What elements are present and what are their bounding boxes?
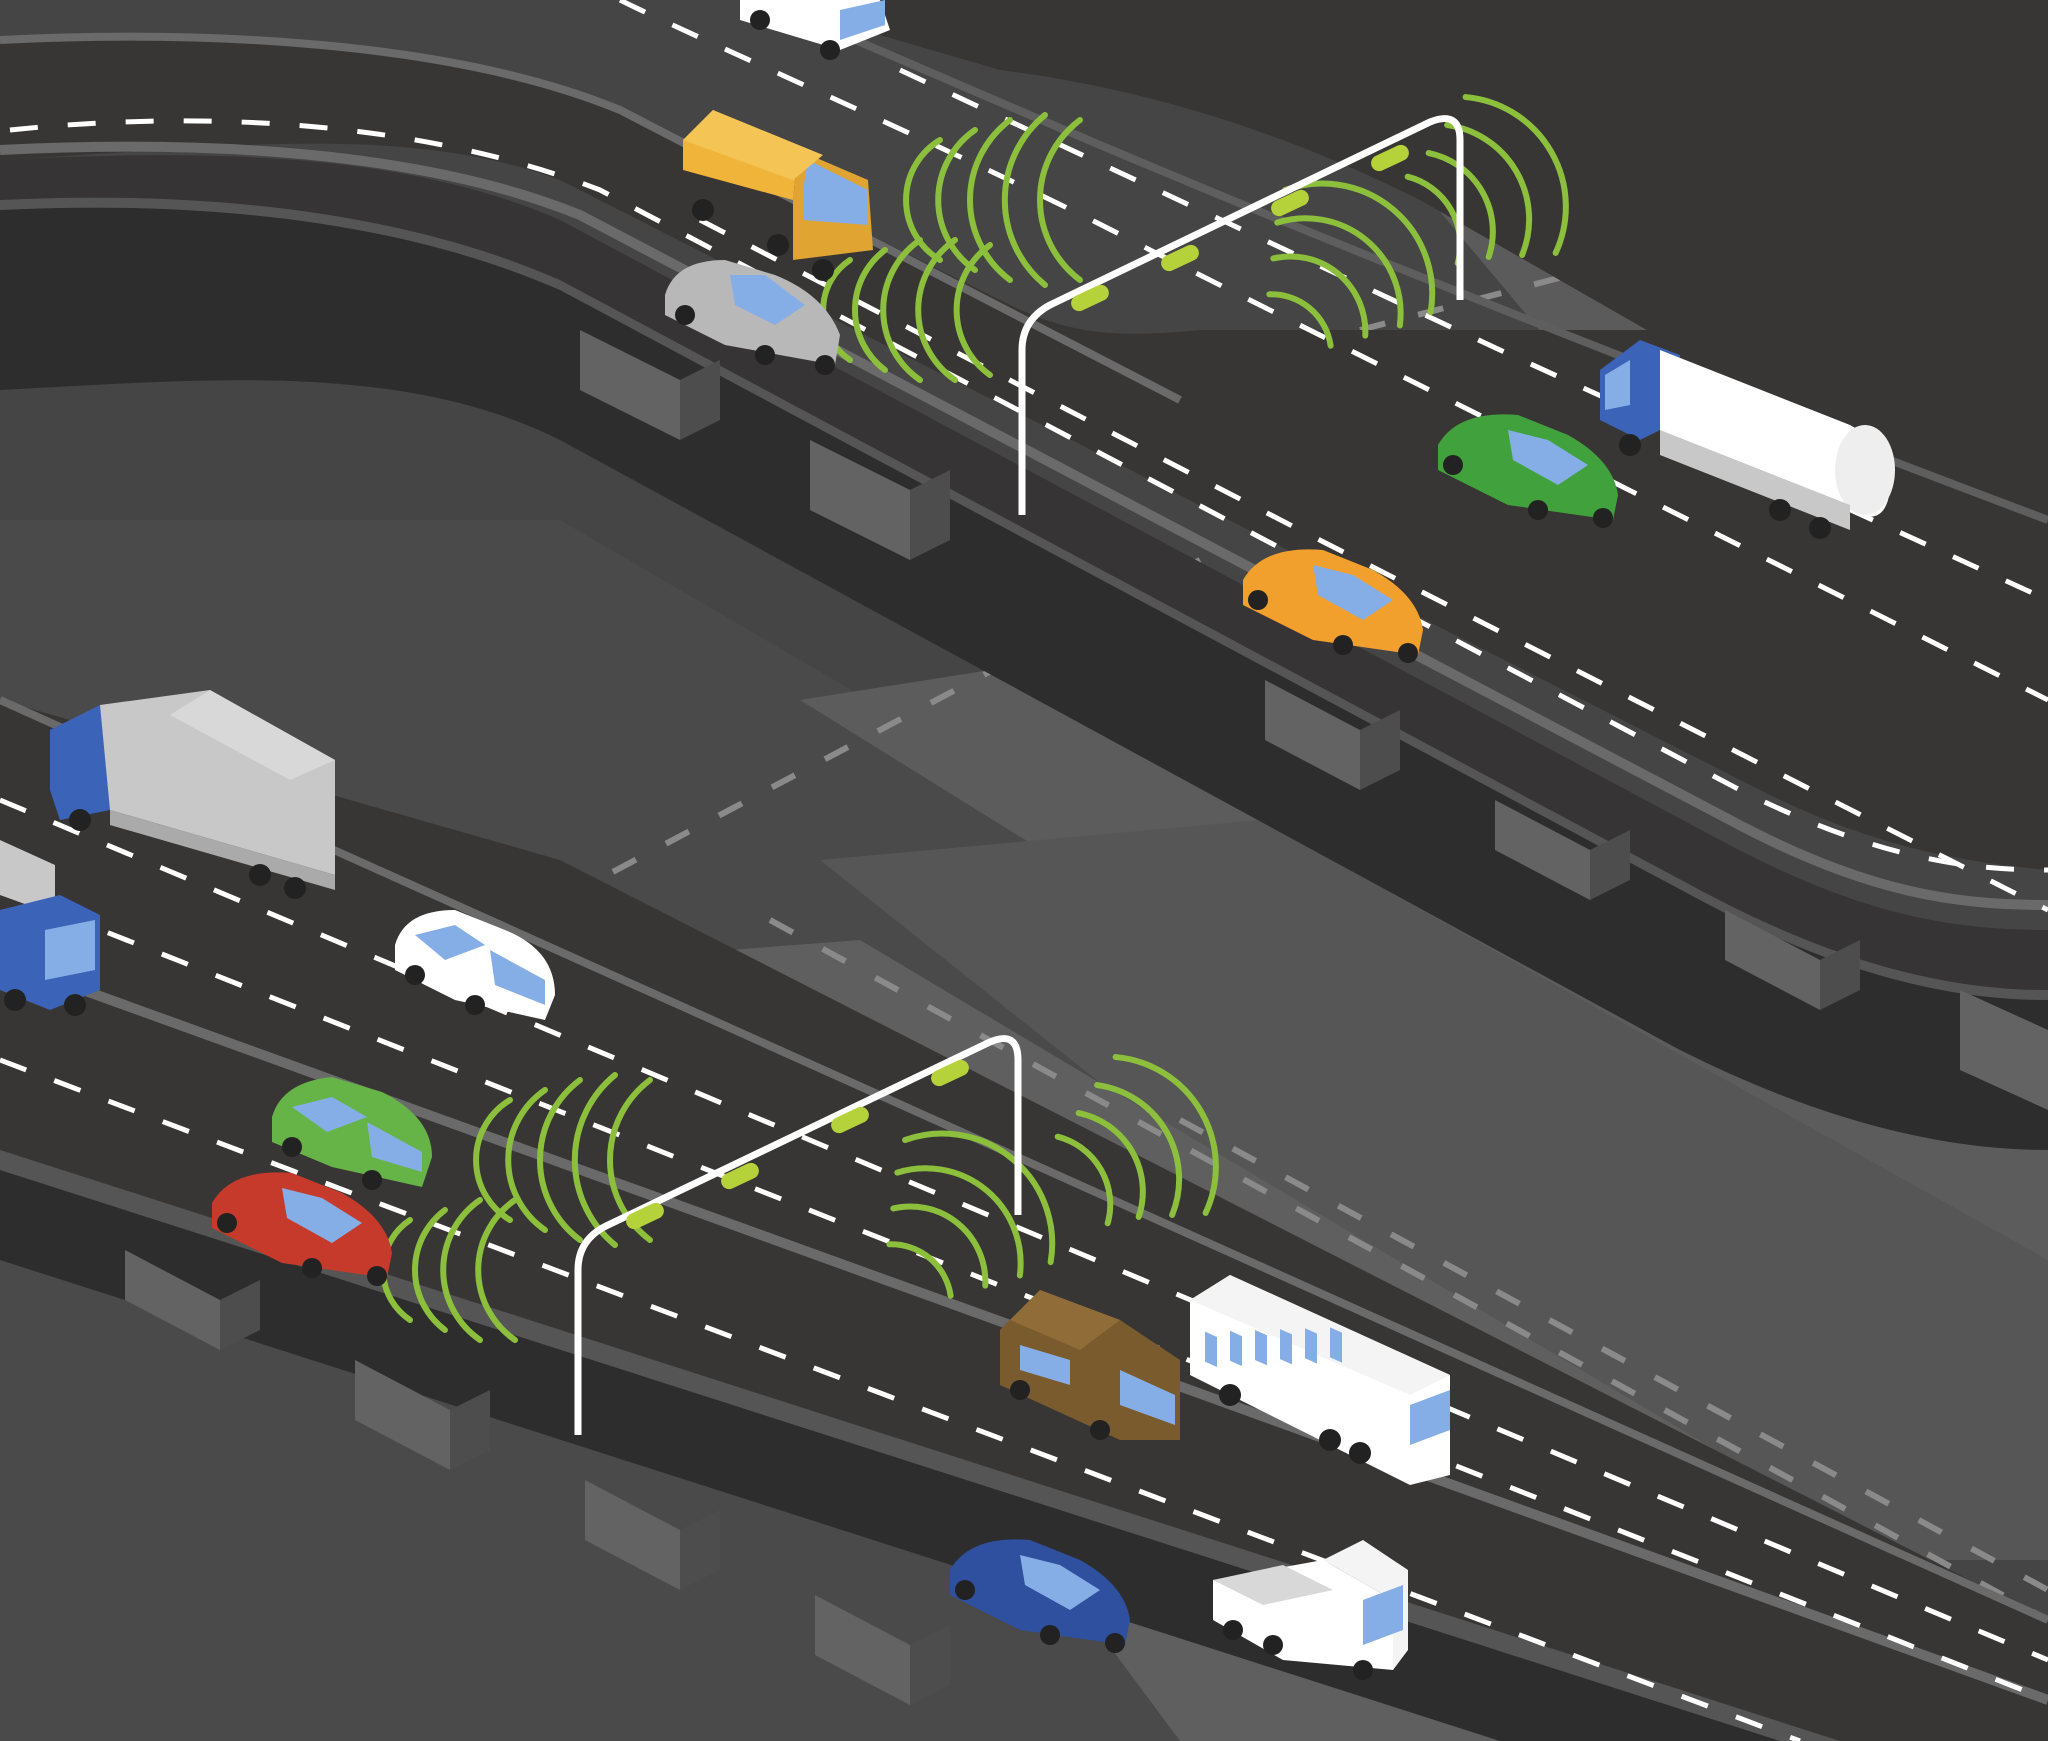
lower-gantry xyxy=(574,1035,1022,1435)
sensor-light xyxy=(1271,189,1309,217)
upper-lane-marks xyxy=(9,0,2048,913)
ground-lane-mark xyxy=(768,917,2048,1623)
lower-signal-waves xyxy=(380,1054,1219,1343)
vehicle-car xyxy=(665,260,840,375)
vehicle-car xyxy=(272,1077,432,1190)
vehicle-pickup-truck xyxy=(1213,1540,1408,1680)
vehicle-bus xyxy=(1190,1275,1450,1485)
lane-mark xyxy=(618,0,2048,703)
lane-mark xyxy=(898,67,2048,603)
signal-wave-group xyxy=(1054,1054,1219,1227)
upper-pillars xyxy=(580,330,2048,1110)
pillar xyxy=(1960,990,2048,1110)
sensor-light xyxy=(931,1059,969,1087)
gantry-frame xyxy=(1018,115,1464,515)
lane-mark xyxy=(698,217,2048,913)
vehicle-van xyxy=(683,110,873,281)
upper-road-surface xyxy=(0,36,2048,871)
sensor-light xyxy=(831,1106,869,1134)
signal-wave-group xyxy=(1266,180,1436,349)
upper-road-surface-left xyxy=(0,155,2048,990)
vehicle-van xyxy=(1000,1290,1180,1440)
pillar xyxy=(1495,800,1630,900)
sensor-light xyxy=(626,1202,664,1230)
signal-wave-group xyxy=(903,112,1083,288)
upper-gantry xyxy=(1018,115,1464,515)
vehicle-car xyxy=(1243,549,1423,663)
pillar xyxy=(1265,680,1400,790)
gantry-frame xyxy=(574,1035,1022,1435)
pillar xyxy=(355,1360,490,1470)
signal-wave-group xyxy=(473,1072,653,1248)
pillar xyxy=(580,330,720,440)
pillar xyxy=(585,1480,720,1590)
sensor-light xyxy=(1371,144,1409,172)
vehicle-car xyxy=(1438,414,1618,528)
upper-deck-underside xyxy=(0,207,2048,1150)
vehicle-tanker-truck xyxy=(1600,340,1895,539)
lower-guard-rail xyxy=(0,696,2048,1624)
upper-highway xyxy=(0,0,2048,1150)
vehicles xyxy=(0,0,1895,1680)
pillar xyxy=(1725,910,1860,1010)
sensor-light xyxy=(1071,284,1109,312)
signal-wave-group xyxy=(886,1130,1056,1299)
vehicle-van xyxy=(395,910,555,1020)
lane-mark xyxy=(0,887,2048,1703)
vehicle-box-truck xyxy=(0,840,100,1016)
upper-ramp xyxy=(560,0,2048,560)
vehicle-car xyxy=(950,1539,1130,1653)
signal-wave-group xyxy=(820,237,993,383)
ground-lane-mark xyxy=(1178,1117,2048,1593)
lower-pillars xyxy=(125,1250,950,1705)
sensor-light xyxy=(721,1162,759,1190)
vehicle-box-truck xyxy=(50,690,335,899)
vehicle-car xyxy=(212,1172,392,1286)
lower-lane-marks xyxy=(0,797,2048,1741)
sensor-light xyxy=(1161,244,1199,272)
pillar xyxy=(810,440,950,560)
upper-median xyxy=(0,141,2048,910)
vehicle-van xyxy=(740,0,890,60)
upper-guard-rail xyxy=(0,32,1182,404)
pillar xyxy=(815,1595,950,1705)
pillar xyxy=(125,1250,260,1350)
ground-lot xyxy=(820,820,2048,1560)
lane-mark xyxy=(0,797,2048,1663)
